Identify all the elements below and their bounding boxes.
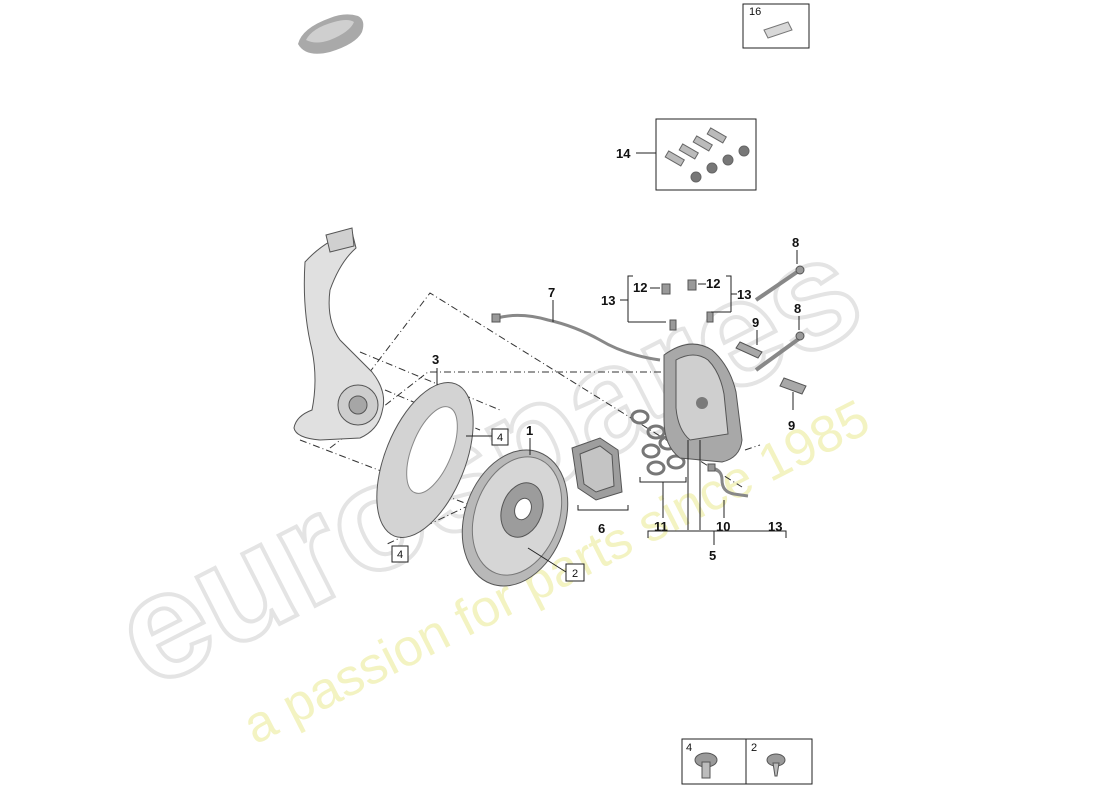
callout-4-upper: 4 (497, 432, 503, 444)
ref-box-2: 2 (527, 547, 585, 582)
ref-box-4-upper: 4 (466, 428, 509, 446)
callout-4-lower: 4 (397, 549, 403, 561)
brake-shield (376, 382, 474, 538)
callout-1: 1 (526, 423, 533, 438)
callout-8-lower: 8 (794, 301, 801, 316)
callout-16: 16 (749, 6, 761, 18)
callout-9-upper: 9 (752, 315, 759, 330)
callout-13-left: 13 (601, 293, 615, 308)
callout-6: 6 (598, 521, 605, 536)
callout-13-assembly: 13 (768, 519, 782, 534)
brake-caliper (663, 343, 743, 463)
callout-12-left: 12 (633, 280, 647, 295)
fastener-box-4: 4 (681, 738, 747, 785)
callout-7: 7 (548, 285, 555, 300)
spring-clip-icon (735, 341, 807, 395)
callout-3: 3 (432, 352, 439, 367)
callout-11: 11 (654, 519, 668, 534)
part-box-14: 14 (616, 118, 757, 191)
brake-pad (571, 437, 623, 501)
bleed-valve-icon (661, 279, 714, 331)
ref-box-4-lower: 4 (391, 545, 409, 563)
callout-9-lower: 9 (788, 418, 795, 433)
callout-5: 5 (709, 548, 716, 563)
callout-10: 10 (716, 519, 730, 534)
fastener-box-2: 2 (745, 738, 813, 785)
fastener-box-4-label: 4 (686, 742, 692, 754)
callout-14: 14 (616, 146, 631, 161)
callout-8-upper: 8 (792, 235, 799, 250)
brake-disc (461, 449, 569, 587)
wear-sensor (707, 463, 749, 498)
callout-12-right: 12 (706, 276, 720, 291)
steering-knuckle (293, 227, 385, 441)
bolt-flange-icon (694, 752, 718, 779)
screw-icon (766, 753, 786, 777)
fastener-box-2-label: 2 (751, 742, 757, 754)
grease-tube-icon (763, 21, 793, 39)
wheel-bolt-icon (664, 127, 750, 183)
part-box-16: 16 (742, 3, 810, 49)
callout-13-right: 13 (737, 287, 751, 302)
guide-bolt-icon (754, 265, 805, 372)
callout-2: 2 (572, 568, 578, 580)
brake-hose (491, 313, 661, 362)
car-silhouette-icon (298, 14, 364, 54)
